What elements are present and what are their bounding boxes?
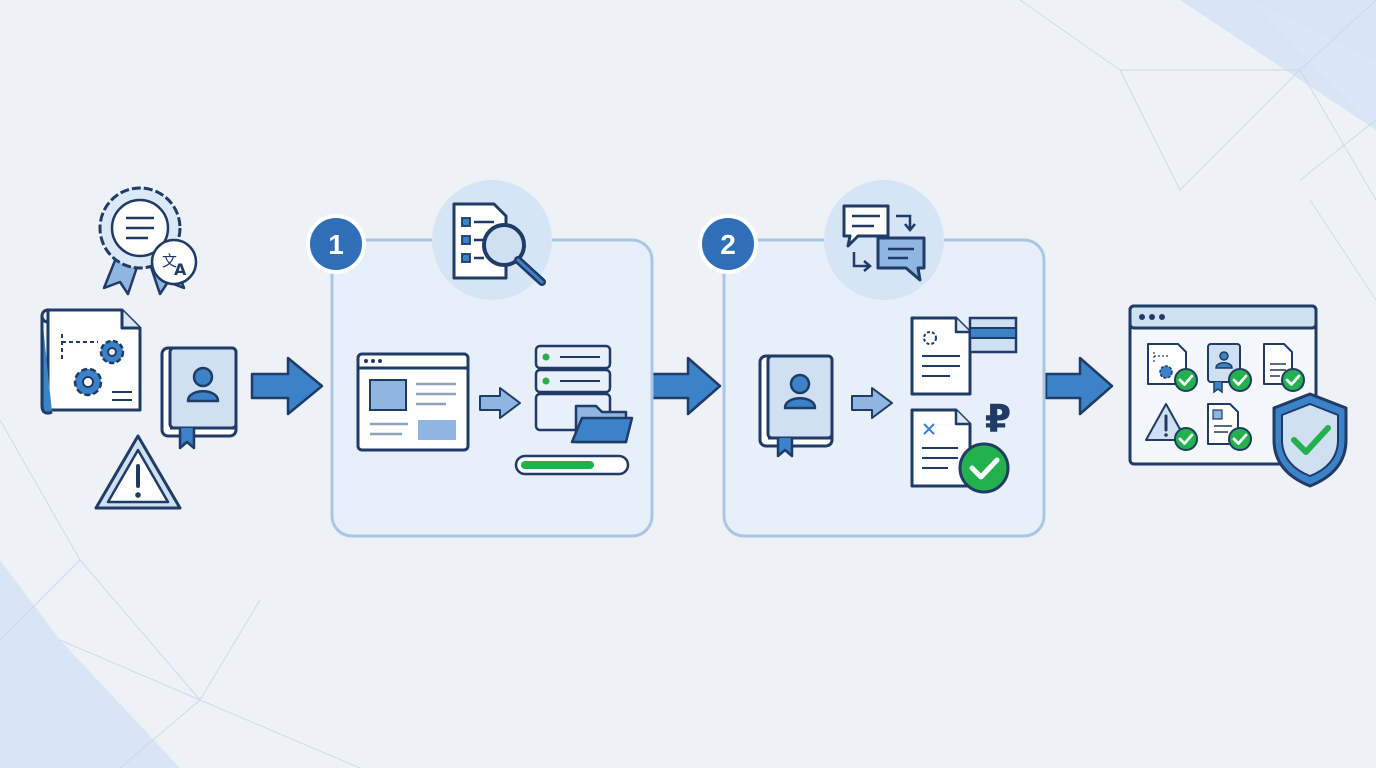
warning-triangle-icon	[94, 434, 182, 510]
folder-icon	[570, 404, 634, 444]
mesh-line	[1119, 69, 1376, 201]
mesh-line	[59, 599, 361, 768]
step-1-badge: 1	[306, 214, 366, 274]
small-arrow-icon	[479, 387, 521, 419]
translate-target-glyph: A	[174, 260, 187, 279]
certificate-translation-icon: 文 A	[98, 186, 198, 296]
corner-shard-top-right	[1180, 0, 1376, 130]
step-1-panel: 1	[306, 180, 654, 538]
approved-check-icon	[1174, 368, 1198, 392]
translate-icon	[150, 238, 198, 286]
status-led	[542, 353, 550, 361]
chat-exchange-icon	[842, 204, 926, 282]
status-led	[542, 377, 550, 385]
blueprint-gears-icon	[40, 308, 142, 415]
progress-fill	[521, 461, 594, 469]
flow-arrow-step2-to-output	[1044, 356, 1114, 416]
output-panel	[1128, 304, 1348, 488]
gear-icon	[99, 339, 125, 365]
small-arrow-icon	[851, 387, 893, 419]
check-circle-icon	[958, 442, 1010, 494]
document-search-icon	[452, 202, 546, 286]
passport-book-icon	[758, 354, 834, 458]
document-approved-icon	[910, 408, 972, 488]
gear-icon	[73, 367, 103, 397]
approved-check-icon	[1174, 427, 1198, 451]
ruble-icon: ₽	[985, 397, 1011, 441]
step-2-badge: 2	[698, 214, 758, 274]
step-1-number: 1	[328, 229, 344, 260]
translate-source-glyph: 文	[162, 252, 177, 270]
flow-arrow-step1-to-step2	[650, 356, 722, 416]
flow-arrow-inputs-to-step1	[250, 356, 324, 416]
passport-book-icon	[160, 346, 238, 450]
mesh-line	[1299, 119, 1376, 301]
approved-check-icon	[1228, 368, 1252, 392]
shield-check-icon	[1272, 392, 1348, 488]
progress-bar-icon	[514, 454, 630, 476]
corner-shard-bottom-left	[0, 560, 180, 768]
input-documents-group: 文 A	[40, 186, 238, 510]
web-window-icon	[356, 352, 470, 452]
mesh-line	[1019, 0, 1376, 71]
mini-warning-icon	[1145, 403, 1187, 441]
corner-shard-top-right-2	[1250, 0, 1376, 130]
step-2-panel: 2	[698, 180, 1046, 538]
approved-check-icon	[1228, 427, 1252, 451]
document-card-icon	[910, 316, 1018, 396]
approved-check-icon	[1281, 368, 1305, 392]
step-2-number: 2	[720, 229, 736, 260]
